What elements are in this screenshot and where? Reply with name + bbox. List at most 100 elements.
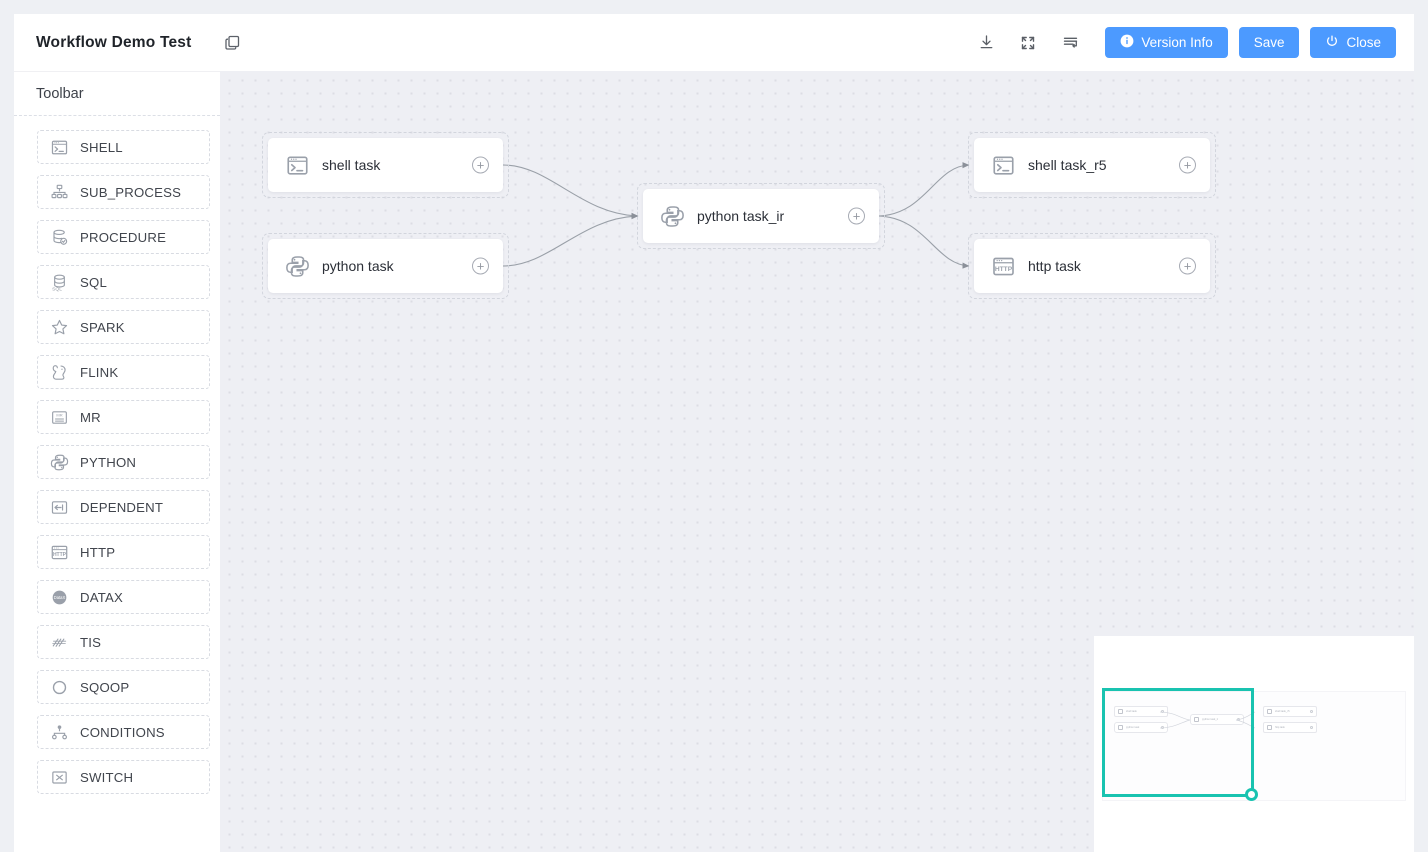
edge-python-to-python-ir <box>502 213 639 267</box>
format-lines-icon[interactable] <box>1053 28 1087 58</box>
toolbar-item-label: SQOOP <box>80 679 130 695</box>
toolbar-item-label: SUB_PROCESS <box>80 184 182 200</box>
toolbar-item-sub_process[interactable]: SUB_PROCESS <box>37 175 210 209</box>
version-info-label: Version Info <box>1141 34 1213 50</box>
minimap-node-label: python task <box>1126 726 1140 729</box>
toolbar-item-flink[interactable]: FLINK <box>37 355 210 389</box>
canvas-node-python-task[interactable]: python task+ <box>262 233 509 299</box>
download-icon[interactable] <box>969 28 1003 58</box>
mapreduce-icon: MR <box>48 406 70 428</box>
canvas-node-shell-task-r5[interactable]: shell task_r5 + <box>968 132 1216 198</box>
python-icon <box>284 253 310 279</box>
toolbar-item-label: HTTP <box>80 544 116 560</box>
power-icon <box>1325 34 1339 51</box>
save-button[interactable]: Save <box>1238 27 1300 58</box>
node-label: python task_ir <box>697 208 785 224</box>
svg-text:SQL: SQL <box>52 286 62 292</box>
toolbar-heading: Toolbar <box>14 72 220 116</box>
node-add-port[interactable]: + <box>472 257 489 275</box>
page-title: Workflow Demo Test <box>36 33 192 51</box>
canvas-node-python-task-ir[interactable]: python task_ir + <box>637 183 885 249</box>
toolbar-item-spark[interactable]: SPARK <box>37 310 210 344</box>
node-add-port[interactable]: + <box>472 156 489 174</box>
save-label: Save <box>1253 34 1285 50</box>
copy-icon[interactable] <box>221 32 243 54</box>
canvas-node-shell-task[interactable]: shell task + <box>262 132 509 198</box>
datax-circle-icon: DataX <box>48 586 70 608</box>
toolbar-item-label: FLINK <box>80 364 119 380</box>
close-label: Close <box>1346 34 1381 50</box>
workflow-canvas[interactable]: shell task+python task+python task_ir+sh… <box>220 71 1414 852</box>
svg-text:DataX: DataX <box>53 595 65 600</box>
toolbar-item-label: PROCEDURE <box>80 229 167 245</box>
minimap-panel[interactable]: shell task python task python task_ir shell… <box>1094 636 1414 852</box>
minimap-viewport[interactable] <box>1102 688 1258 801</box>
toolbar-item-dependent[interactable]: DEPENDENT <box>37 490 210 524</box>
node-add-port[interactable]: + <box>1179 156 1196 174</box>
squirrel-icon <box>48 361 70 383</box>
version-info-button[interactable]: Version Info <box>1105 27 1228 58</box>
edge-python-ir-to-http <box>878 215 970 269</box>
header-bar: Workflow Demo Test <box>14 14 1414 71</box>
toolbar-item-http[interactable]: HTTP HTTP <box>37 535 210 569</box>
toolbar-item-tis[interactable]: TIS <box>37 625 210 659</box>
conditions-branch-icon <box>48 721 70 743</box>
minimap-node: http task <box>1263 722 1317 733</box>
edge-shell-to-python-ir <box>502 164 639 219</box>
close-button[interactable]: Close <box>1310 27 1396 58</box>
toolbar-item-python[interactable]: PYTHON <box>37 445 210 479</box>
svg-text:MR: MR <box>56 412 62 417</box>
toolbar-item-mr[interactable]: MR MR <box>37 400 210 434</box>
minimap-node-label: python task_ir <box>1202 718 1219 721</box>
toolbar-item-switch[interactable]: SWITCH <box>37 760 210 794</box>
http-window-icon: HTTP <box>48 541 70 563</box>
database-sql-icon: SQL <box>48 271 70 293</box>
toolbar-item-procedure[interactable]: PROCEDURE <box>37 220 210 254</box>
svg-text:HTTP: HTTP <box>52 551 66 557</box>
toolbar-item-label: TIS <box>80 634 102 650</box>
minimap-resize-handle[interactable] <box>1245 788 1258 801</box>
workflow-editor: Workflow Demo Test <box>14 14 1414 852</box>
python-icon <box>659 203 685 229</box>
node-add-port[interactable]: + <box>1179 257 1196 275</box>
minimap-node-label: shell task <box>1126 710 1137 713</box>
http-window-icon: HTTP <box>990 253 1016 279</box>
terminal-icon <box>1267 709 1272 714</box>
toolbar-item-sqoop[interactable]: SQOOP <box>37 670 210 704</box>
circle-outline-icon <box>48 676 70 698</box>
toolbar-item-label: MR <box>80 409 101 425</box>
toolbar-item-label: PYTHON <box>80 454 137 470</box>
database-check-icon <box>48 226 70 248</box>
fullscreen-icon[interactable] <box>1011 28 1045 58</box>
toolbar-item-label: DEPENDENT <box>80 499 164 515</box>
toolbar-item-sql[interactable]: SQL SQL <box>37 265 210 299</box>
sitemap-icon <box>48 181 70 203</box>
python-icon <box>48 451 70 473</box>
minimap-node: shell task_r5 <box>1263 706 1317 717</box>
terminal-icon <box>284 152 310 178</box>
toolbar-item-label: CONDITIONS <box>80 724 165 740</box>
minimap-node-port <box>1309 725 1313 730</box>
node-label: shell task <box>322 157 381 173</box>
svg-text:HTTP: HTTP <box>994 266 1012 273</box>
toolbar-item-conditions[interactable]: CONDITIONS <box>37 715 210 749</box>
edge-python-ir-to-shell-r5 <box>878 162 970 217</box>
info-icon <box>1120 34 1134 51</box>
toolbar-item-datax[interactable]: DataX DATAX <box>37 580 210 614</box>
toolbar-item-label: DATAX <box>80 589 124 605</box>
toolbar-item-label: SHELL <box>80 139 123 155</box>
dependent-arrow-icon <box>48 496 70 518</box>
node-label: shell task_r5 <box>1028 157 1107 173</box>
toolbar-item-label: SWITCH <box>80 769 134 785</box>
terminal-icon <box>48 136 70 158</box>
node-add-port[interactable]: + <box>848 207 865 225</box>
toolbar-item-shell[interactable]: SHELL <box>37 130 210 164</box>
toolbar-item-label: SQL <box>80 274 107 290</box>
http-window-icon <box>1267 725 1272 730</box>
terminal-icon <box>1118 709 1123 714</box>
toolbar-item-list: SHELL SUB_PROCESS PROCEDURE SQL SQL SPARK FLIN… <box>14 116 220 815</box>
star-outline-icon <box>48 316 70 338</box>
